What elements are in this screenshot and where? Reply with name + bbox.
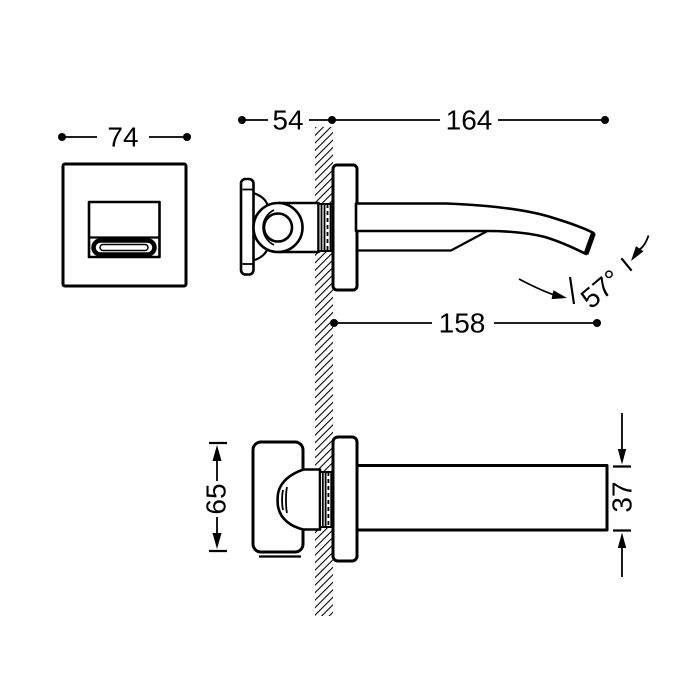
dim-wall-to-handle-label: 54 (272, 105, 303, 136)
spout-side-outline (354, 202, 595, 256)
dim-outlet-distance: 158 (330, 308, 601, 339)
side-view (239, 163, 596, 292)
dim-plate-width: 74 (58, 122, 191, 153)
handle-hub-inner (262, 212, 294, 243)
front-view (61, 162, 188, 288)
dim-plate-width-label: 74 (107, 122, 138, 153)
handle-base-cone (276, 468, 322, 531)
front-waterfall-slot (91, 238, 157, 257)
dim-handle-height-label: 65 (201, 483, 232, 514)
spout-underside-taper (356, 230, 488, 252)
handle-cross-bar (239, 177, 255, 276)
top-view (251, 435, 609, 563)
dim-spout-projection-label: 164 (446, 105, 493, 136)
dim-handle-height: 65 (201, 441, 232, 553)
dim-arrowhead-up (617, 532, 627, 548)
cone-waist-line2 (285, 486, 288, 514)
dim-arrowhead-down (617, 449, 627, 465)
dim-spout-angle-label: 57° (575, 264, 627, 315)
rosette-side (331, 163, 359, 292)
handle-neck-top (253, 191, 270, 207)
angle-arrow-shaft-right (638, 235, 650, 251)
dim-spout-height-label: 37 (607, 481, 638, 512)
dim-spout-height: 37 (607, 413, 638, 577)
front-waterfall-slot-inner (99, 243, 149, 252)
angle-arrow-shaft-left (518, 278, 554, 296)
angle-arrowhead-left (551, 290, 567, 300)
rosette-top (331, 435, 359, 563)
angle-tick-left (568, 276, 576, 305)
dim-arrowhead-down (212, 533, 222, 549)
dim-outlet-distance-label: 158 (439, 308, 486, 339)
angle-tick-right (620, 257, 633, 272)
cone-waist-line (281, 489, 284, 511)
spout-top (355, 464, 609, 532)
angle-arrowhead-right (631, 246, 644, 261)
wall-section (315, 127, 333, 616)
wall-hatch (315, 127, 333, 616)
dim-arrowhead-up (212, 445, 222, 461)
spout-tip-cut (583, 232, 596, 255)
dim-depth-and-projection: 54 164 (238, 105, 609, 136)
